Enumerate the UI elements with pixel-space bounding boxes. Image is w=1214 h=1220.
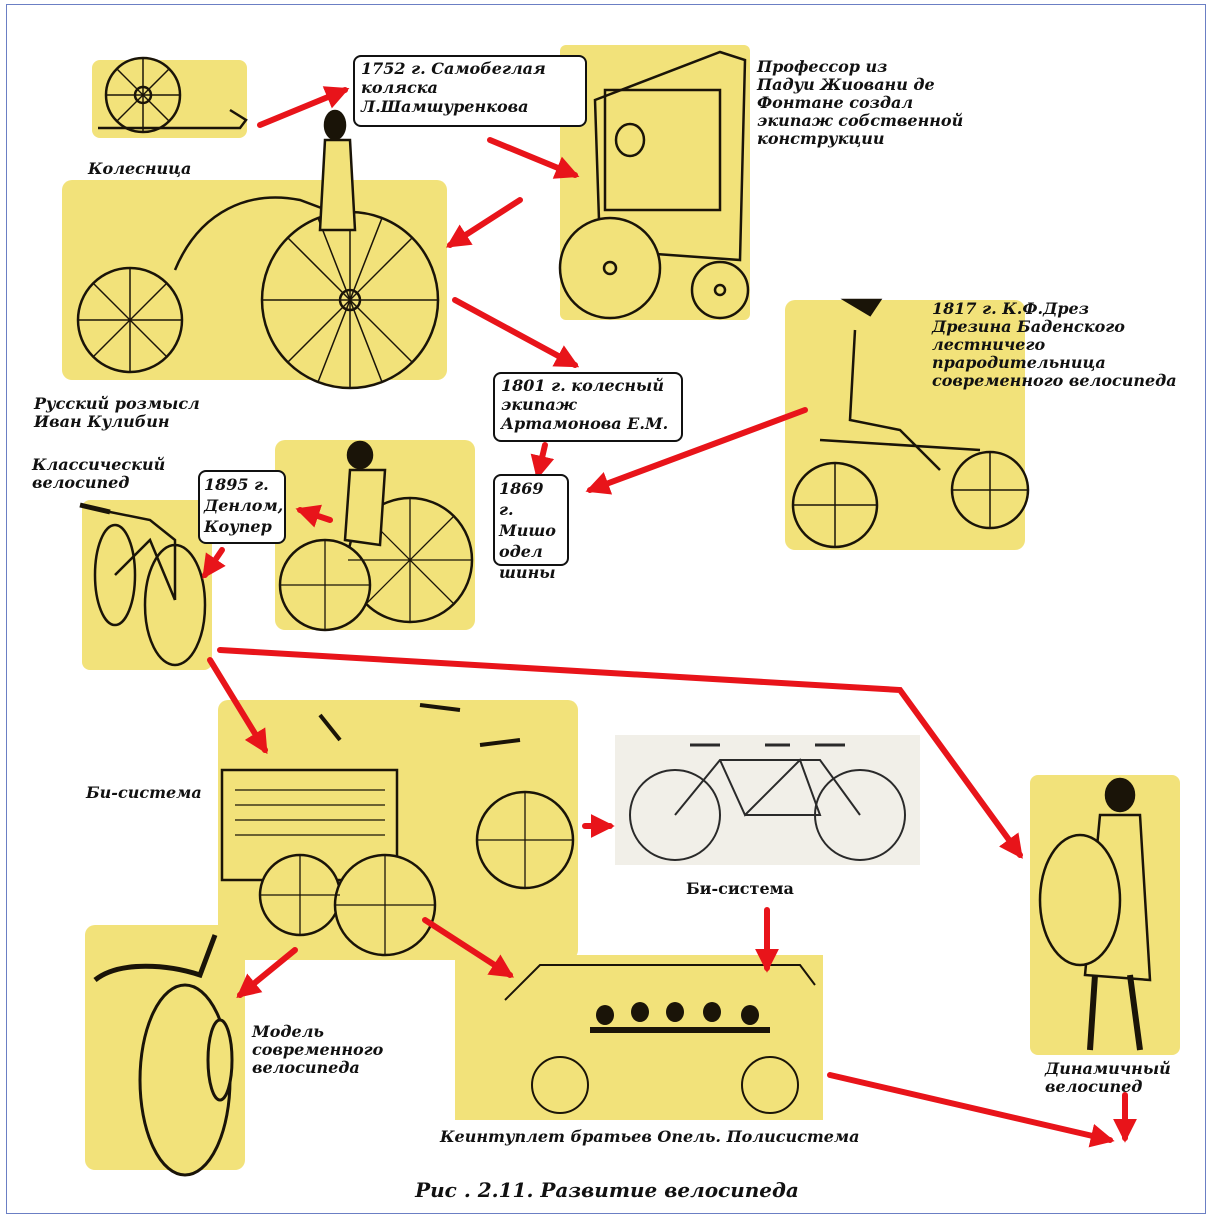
label-model: Модель современного велосипеда: [252, 1022, 384, 1077]
fontana-carriage-illustration: [558, 45, 750, 320]
evolution-arrows: [202, 86, 1137, 1148]
kulibin-vehicle-illustration: [62, 109, 447, 390]
box-artamonov: 1801 г. колесный экипаж Артамонова Е.М.: [493, 372, 683, 442]
label-bisystem-right: Би-система: [686, 879, 794, 898]
label-drezina: 1817 г. К.Ф.Дрез Дрезина Баденского лест…: [932, 299, 1177, 390]
arrow-denlop-to-classic: [202, 547, 226, 579]
label-kulibin: Русский розмысл Иван Кулибин: [34, 394, 200, 431]
label-dinamichny: Динамичный велосипед: [1045, 1059, 1171, 1096]
box-misho: 1869 г. Мишо одел шины: [493, 474, 569, 582]
tandem-bicycle-photo: [615, 735, 920, 865]
arrow-quintuplet-to-future: [827, 1072, 1115, 1148]
arrow-fontana-to-kulibin: [445, 197, 523, 248]
arrow-michaux-to-denlop: [295, 504, 333, 528]
arrow-kulibin-to-artamonov: [452, 297, 580, 368]
box-denlop: 1895 г. Денлом, Коупер: [198, 470, 286, 544]
box-samobeglaya: 1752 г. Самобеглая коляска Л.Шамшуренков…: [353, 55, 587, 127]
arrow-bisystem-to-quintuplet: [422, 917, 515, 978]
arrow-artamonov-to-misho: [530, 442, 555, 480]
arrow-classic-to-bisystem: [207, 657, 268, 755]
label-quintuplet: Кеинтуплет братьев Опель. Полисистема: [440, 1127, 860, 1146]
classic-bicycle-illustration: [79, 500, 212, 670]
arrow-chariot-to-samobeglaya: [257, 86, 350, 128]
chariot-illustration: [92, 56, 248, 138]
modern-bicycle-model-illustration: [85, 925, 245, 1177]
figure-caption: Рис . 2.11. Развитие велосипеда: [415, 1178, 799, 1202]
arrow-samobeglaya-to-fontana: [487, 137, 580, 179]
dynamic-bicycle-illustration: [1030, 775, 1180, 1055]
label-bisystem-left: Би-система: [86, 783, 202, 802]
label-professor: Профессор из Падуи Жиовани де Фонтане со…: [757, 57, 964, 148]
opel-quintuplet-photo: [455, 955, 823, 1120]
arrow-classic-to-dynamic: [217, 647, 1023, 859]
draisine-illustration: [785, 298, 1030, 550]
bi-system-tricycle-illustration: [218, 700, 578, 960]
arrow-drezina-to-misho: [585, 407, 808, 495]
arrow-bisystem-to-model: [236, 947, 298, 999]
label-kolesnitsa: Колесница: [88, 159, 192, 178]
michaux-bicycle-illustration: [275, 440, 475, 632]
label-klassicheskiy: Классический велосипед: [32, 455, 166, 492]
